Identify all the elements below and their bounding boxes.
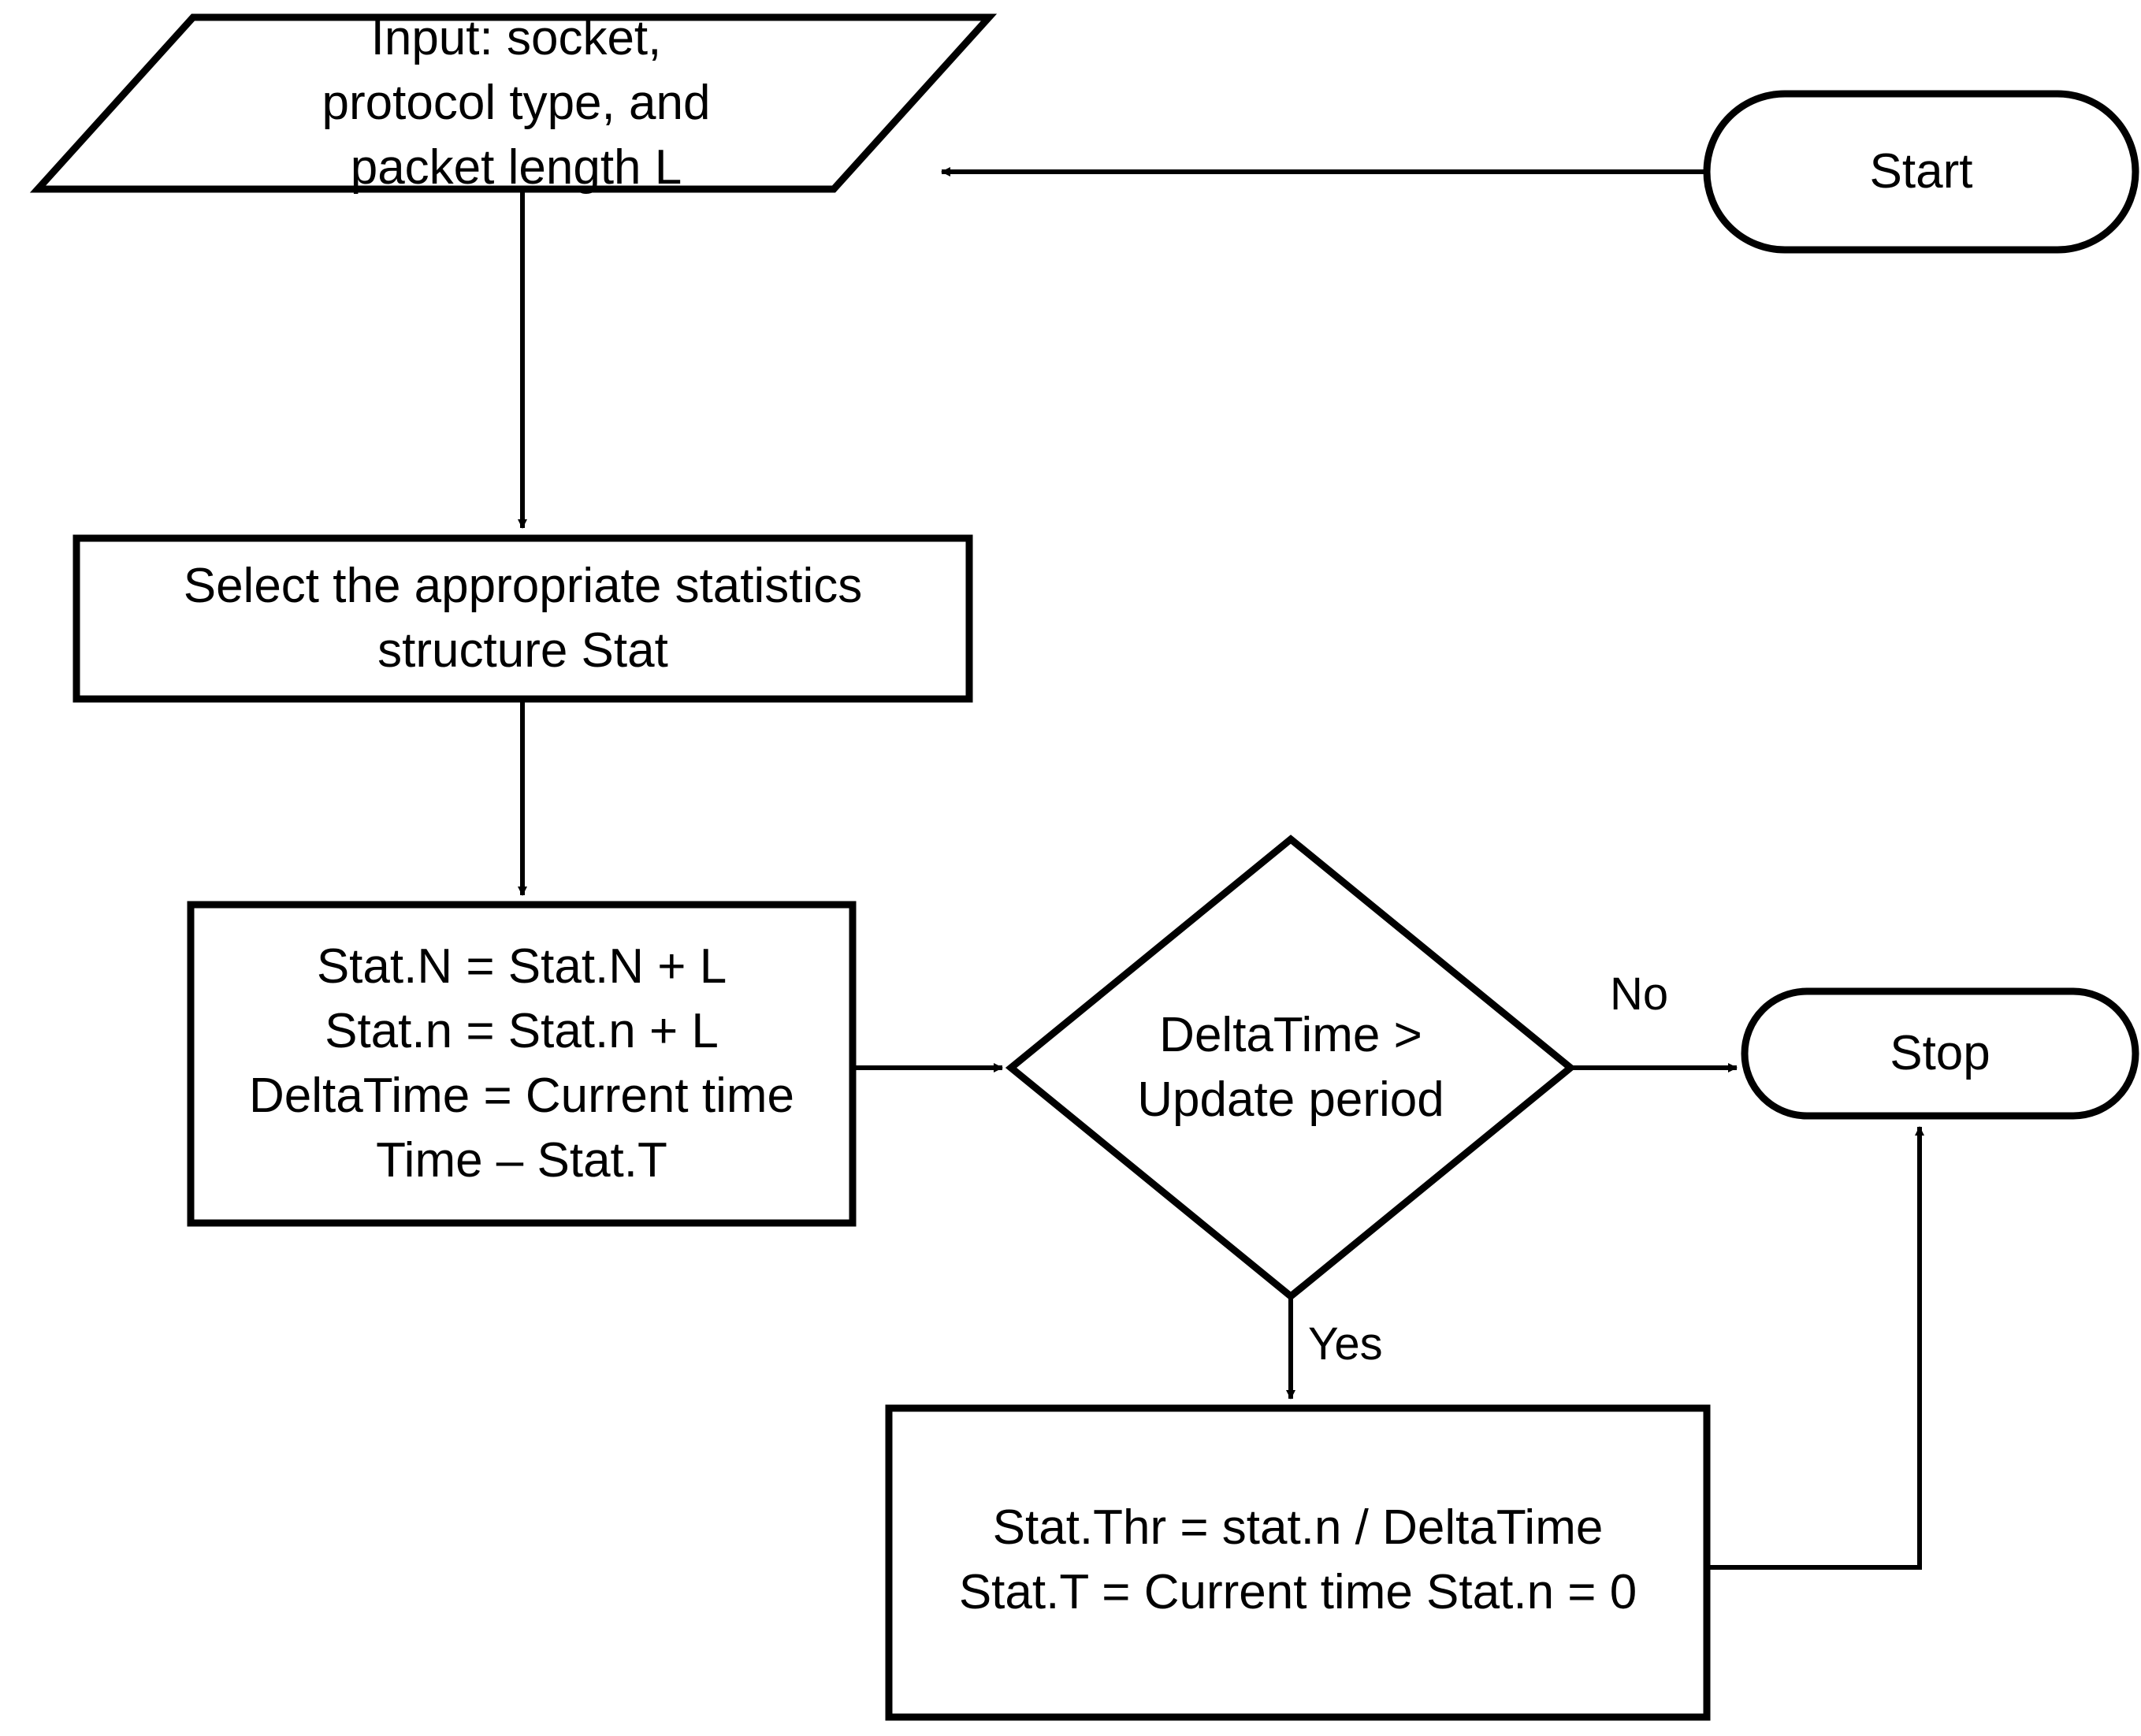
node-start-shape[interactable] [1703,90,2139,254]
node-update-thr-shape[interactable] [885,1404,1711,1721]
node-select-stat-shape[interactable] [72,534,973,703]
node-input-shape[interactable] [29,13,998,193]
edge-label-no: No [1610,968,1669,1020]
edge-update-to-stop [1707,1126,1924,1570]
node-accumulate-shape[interactable] [187,901,857,1227]
node-decision-shape[interactable] [1005,835,1577,1301]
node-stop-shape[interactable] [1741,987,2139,1120]
edge-label-yes: Yes [1308,1318,1383,1370]
